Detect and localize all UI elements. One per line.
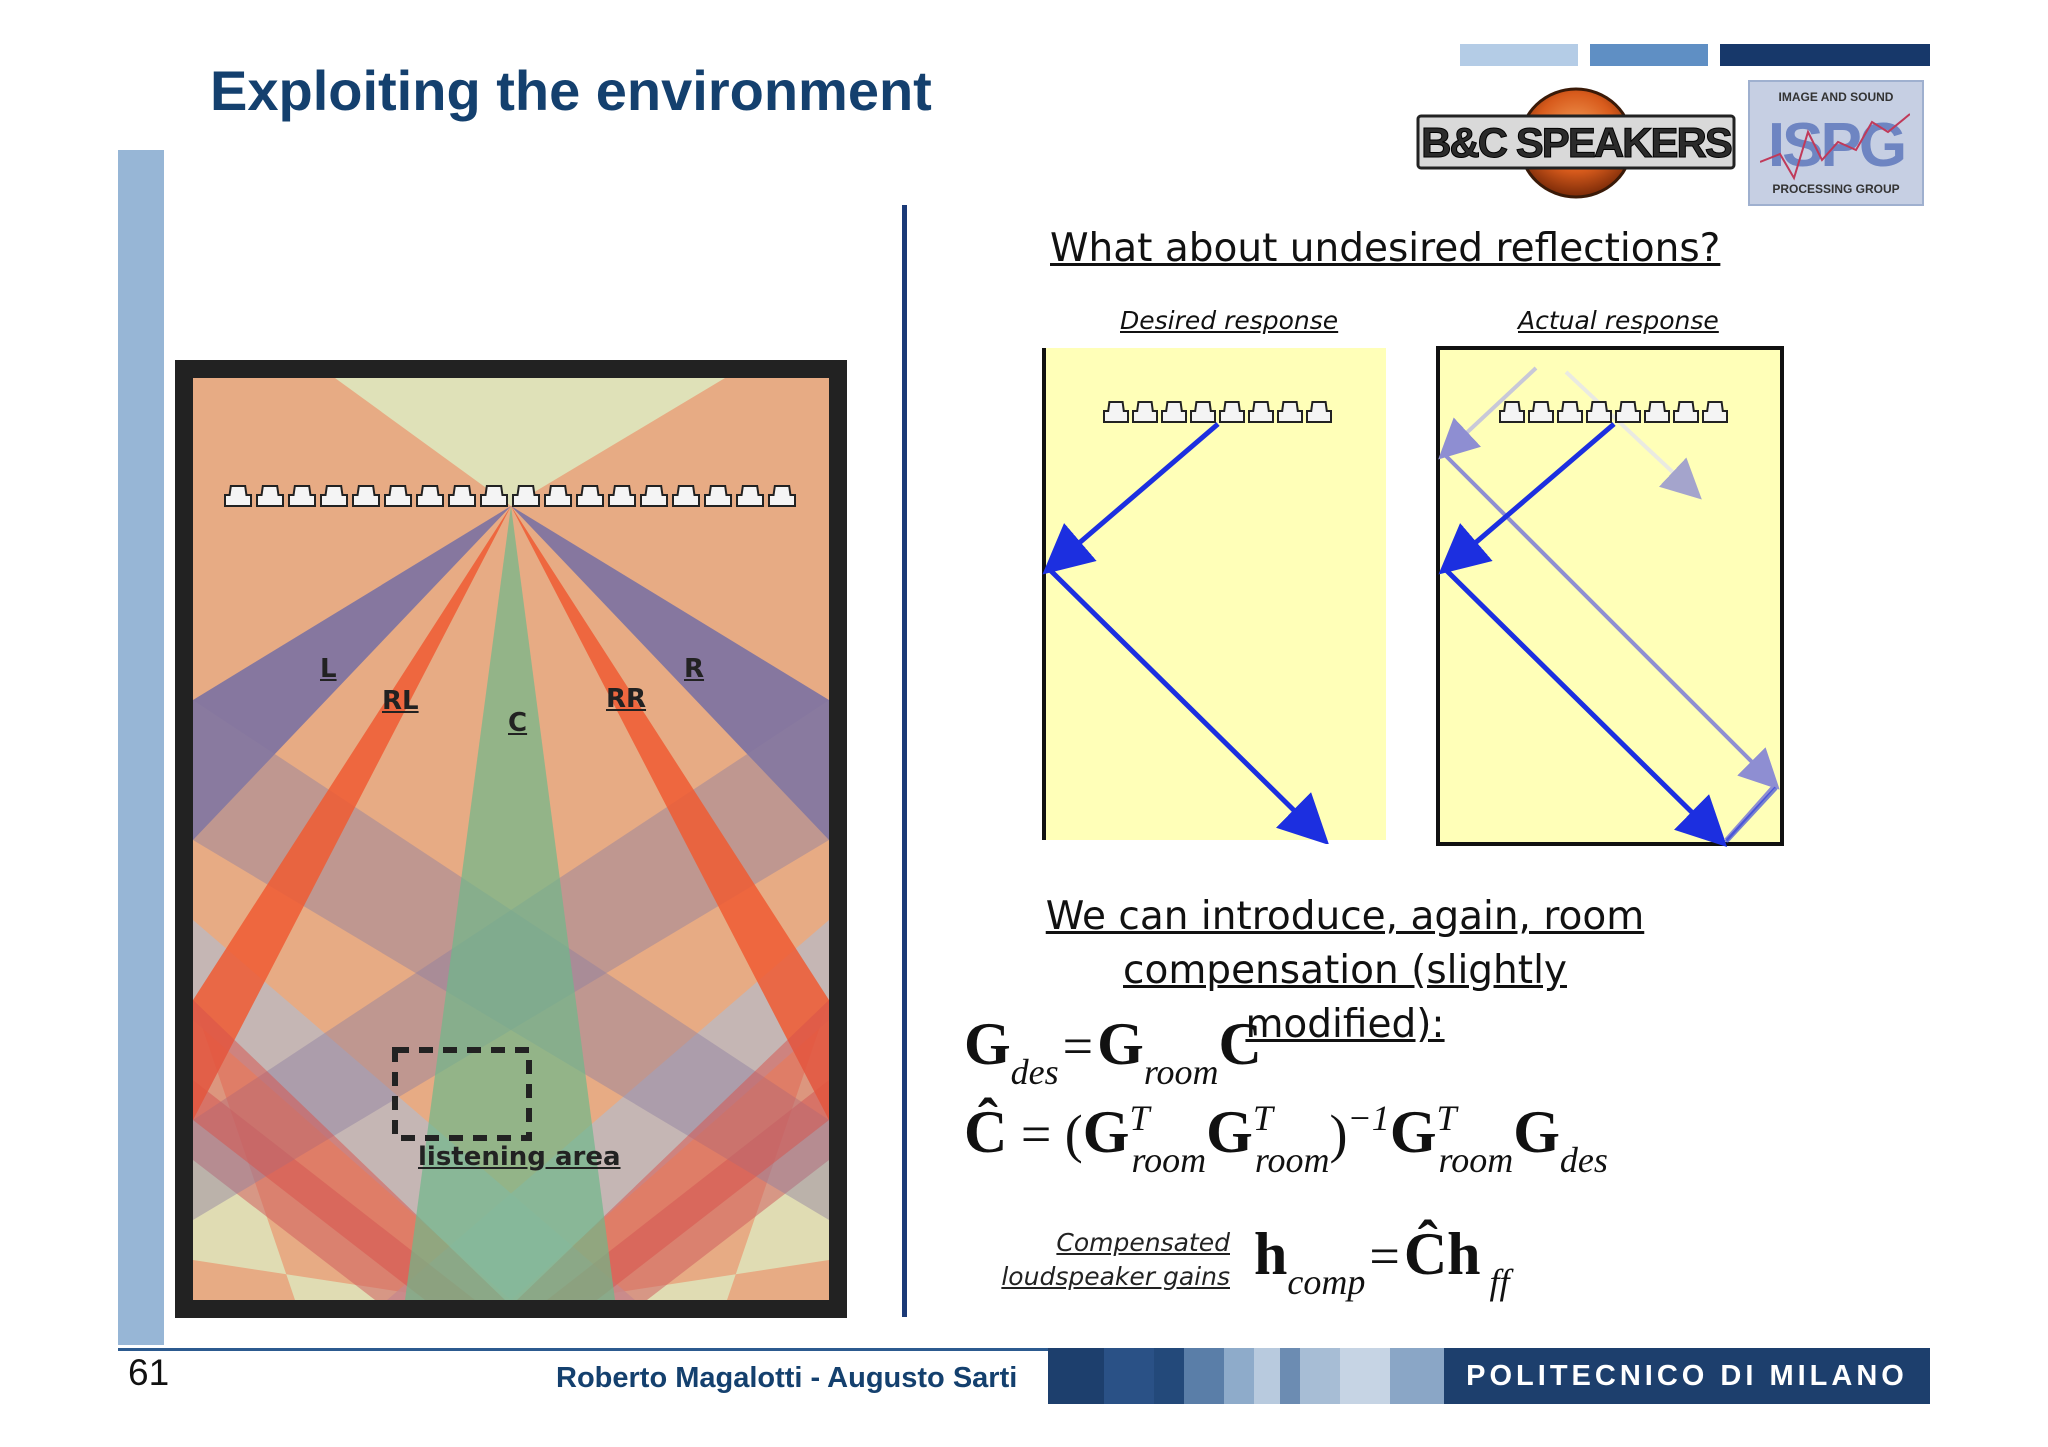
equation-hcomp: hcomp = Ĉh ff bbox=[1254, 1221, 1510, 1302]
footer-gradient-strip bbox=[1048, 1348, 1444, 1404]
left-accent-bar bbox=[118, 150, 164, 1345]
loudspeaker-icon bbox=[384, 485, 412, 507]
header-bar-mid bbox=[1590, 44, 1708, 66]
beam-label-r: R bbox=[684, 654, 705, 684]
room-beam-diagram bbox=[175, 360, 847, 1318]
desired-response-label: Desired response bbox=[1120, 306, 1339, 335]
compensation-text: We can introduce, again, room compensati… bbox=[1030, 890, 1660, 1052]
loudspeaker-icon bbox=[1219, 401, 1245, 423]
desired-speaker-array bbox=[1103, 401, 1332, 423]
loudspeaker-icon bbox=[608, 485, 636, 507]
loudspeaker-icon bbox=[1528, 401, 1554, 423]
page-number: 61 bbox=[128, 1352, 170, 1393]
bc-logo-text: B&C SPEAKERS bbox=[1421, 119, 1732, 166]
loudspeaker-icon bbox=[704, 485, 732, 507]
loudspeaker-icon bbox=[768, 485, 796, 507]
institution-banner: POLITECNICO DI MILANO bbox=[1444, 1348, 1930, 1404]
loudspeaker-icon bbox=[480, 485, 508, 507]
loudspeaker-icon bbox=[1248, 401, 1274, 423]
loudspeaker-icon bbox=[1306, 401, 1332, 423]
loudspeaker-icon bbox=[736, 485, 764, 507]
ispg-logo-main: ISPG bbox=[1767, 111, 1907, 180]
loudspeaker-icon bbox=[1161, 401, 1187, 423]
loudspeaker-icon bbox=[224, 485, 252, 507]
waveform-icon bbox=[1760, 113, 1910, 181]
compensation-line-1: We can introduce, again, room bbox=[1045, 894, 1645, 939]
loudspeaker-icon bbox=[1103, 401, 1129, 423]
gains-label-line-1: Compensated bbox=[1056, 1228, 1230, 1257]
loudspeaker-icon bbox=[672, 485, 700, 507]
slide-title: Exploiting the environment bbox=[210, 59, 932, 122]
vertical-divider bbox=[902, 205, 907, 1317]
room-speaker-array bbox=[224, 485, 796, 507]
ispg-logo-bottom: PROCESSING GROUP bbox=[1772, 182, 1900, 196]
loudspeaker-icon bbox=[1702, 401, 1728, 423]
loudspeaker-icon bbox=[352, 485, 380, 507]
beam-label-l: L bbox=[320, 654, 337, 684]
loudspeaker-icon bbox=[448, 485, 476, 507]
loudspeaker-icon bbox=[320, 485, 348, 507]
loudspeaker-icon bbox=[1615, 401, 1641, 423]
beam-label-rl: RL bbox=[382, 686, 419, 716]
header-bar-dark bbox=[1720, 44, 1930, 66]
loudspeaker-icon bbox=[640, 485, 668, 507]
equation-chat: Ĉ = (GTroomGTroom)−1GTroomGdes bbox=[964, 1098, 1608, 1180]
loudspeaker-icon bbox=[544, 485, 572, 507]
loudspeaker-icon bbox=[1132, 401, 1158, 423]
actual-speaker-array bbox=[1499, 401, 1728, 423]
loudspeaker-icon bbox=[1277, 401, 1303, 423]
loudspeaker-icon bbox=[576, 485, 604, 507]
actual-response-diagram bbox=[1436, 346, 1784, 848]
loudspeaker-icon bbox=[1644, 401, 1670, 423]
desired-response-diagram bbox=[1042, 348, 1386, 844]
footer-line bbox=[118, 1348, 1930, 1351]
reflections-question: What about undesired reflections? bbox=[1050, 226, 1721, 271]
listening-area-box bbox=[392, 1047, 532, 1141]
compensated-gains-label: Compensated loudspeaker gains bbox=[1000, 1226, 1230, 1294]
loudspeaker-icon bbox=[288, 485, 316, 507]
bc-speakers-logo: B&C SPEAKERS bbox=[1414, 86, 1738, 200]
authors: Roberto Magalotti - Augusto Sarti bbox=[556, 1362, 1018, 1394]
loudspeaker-icon bbox=[416, 485, 444, 507]
beam-label-c: C bbox=[508, 708, 528, 738]
actual-response-label: Actual response bbox=[1518, 306, 1719, 335]
beam-label-rr: RR bbox=[606, 684, 647, 714]
equation-gdes: Gdes = GroomC bbox=[964, 1011, 1262, 1092]
gains-label-line-2: loudspeaker gains bbox=[1001, 1262, 1230, 1291]
loudspeaker-icon bbox=[256, 485, 284, 507]
listening-area-label: listening area bbox=[418, 1142, 621, 1172]
loudspeaker-icon bbox=[1673, 401, 1699, 423]
loudspeaker-icon bbox=[1190, 401, 1216, 423]
ispg-logo: IMAGE AND SOUND ISPG PROCESSING GROUP bbox=[1748, 80, 1924, 206]
ispg-logo-top: IMAGE AND SOUND bbox=[1778, 90, 1894, 104]
loudspeaker-icon bbox=[1557, 401, 1583, 423]
loudspeaker-icon bbox=[512, 485, 540, 507]
header-bar-light bbox=[1460, 44, 1578, 66]
loudspeaker-icon bbox=[1499, 401, 1525, 423]
compensation-line-2: compensation (slightly modified): bbox=[1123, 948, 1567, 1047]
loudspeaker-icon bbox=[1586, 401, 1612, 423]
